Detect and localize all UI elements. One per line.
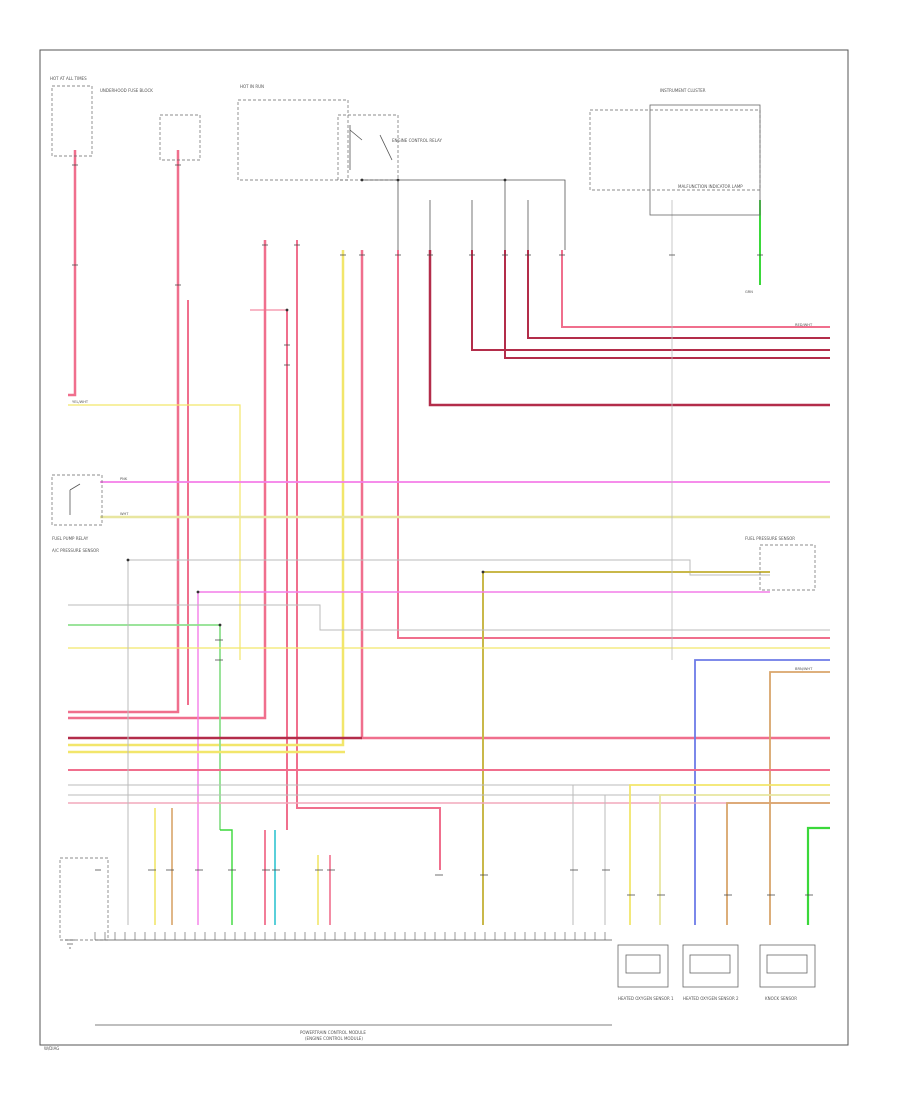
label-oxygen-sensor-2: HEATED OXYGEN SENSOR 2 (683, 996, 739, 1001)
instrument-cluster-inner (649, 104, 761, 216)
relay-output-bus (362, 179, 566, 250)
label-fuel-pump-relay: FUEL PUMP RELAY (52, 536, 89, 541)
ground-symbol (59, 857, 109, 949)
wire-pink-left-2 (68, 150, 180, 714)
label-underhood-fuse-block: UNDERHOOD FUSE BLOCK (100, 88, 153, 93)
fuel-pressure-sensor-box (759, 544, 816, 591)
label-ecm-title: POWERTRAIN CONTROL MODULE (300, 1030, 366, 1035)
wire-red-ecr-7 (561, 250, 830, 328)
label-corner-code: W/DIAG (44, 1046, 59, 1051)
wire-tan-1 (769, 671, 830, 925)
wire-red-ecr-6 (527, 250, 830, 339)
wire-gray-1 (128, 559, 770, 576)
wire-tan-o2 (726, 802, 830, 925)
wire-red-ecr-4 (471, 250, 830, 351)
oxygen-sensor-2-box (682, 944, 739, 988)
label-fuel-pressure-sensor: FUEL PRESSURE SENSOR (745, 536, 795, 541)
label-ecm-subtitle: (ENGINE CONTROL MODULE) (305, 1036, 363, 1041)
fuel-pump-relay-symbol (51, 474, 103, 526)
wires (68, 150, 830, 925)
wire-yellow-1 (68, 250, 345, 747)
wire-red-ecr-5 (504, 250, 830, 359)
wire-label-wht: WHT (120, 512, 129, 516)
oxygen-sensor-1-box (617, 944, 669, 988)
wire-green-1 (68, 624, 221, 830)
label-knock-sensor: KNOCK SENSOR (765, 996, 797, 1001)
fuse-block-outline-2 (159, 114, 201, 161)
label-hot-at-all-times: HOT AT ALL TIMES (50, 76, 87, 81)
fuse-block-outline-3 (237, 99, 349, 181)
label-hot-in-run: HOT IN RUN (240, 84, 264, 89)
instrument-cluster-box (589, 109, 761, 191)
label-engine-control-relay: ENGINE CONTROL RELAY (392, 138, 442, 143)
label-malfunction-indicator: MALFUNCTION INDICATOR LAMP (678, 184, 743, 189)
wire-yellow-top (68, 404, 241, 660)
wire-label-pnk: PNK (120, 477, 128, 481)
wire-blue-1 (694, 659, 830, 925)
wire-label-grn: GRN (745, 290, 753, 294)
wire-label-brn-wht: BRN/WHT (795, 667, 813, 671)
knock-sensor-box (759, 944, 816, 988)
wire-red-ecr-1 (360, 250, 830, 740)
wire-label-yel-wht: YEL/WHT (72, 400, 89, 404)
fuse-block-outline (51, 85, 93, 157)
splices (126, 178, 507, 627)
ecm-connector-strip (94, 932, 612, 1026)
wire-label-red-wht: RED/WHT (795, 323, 813, 327)
wire-green-pin (220, 829, 233, 925)
wire-green-knock (806, 826, 830, 925)
wire-red-ecr-3 (428, 250, 830, 407)
wire-pink-left-1 (68, 150, 77, 397)
wire-gray-2 (68, 604, 830, 631)
wire-pink-relay-1 (68, 240, 267, 720)
wire-red-ecr-2 (397, 250, 830, 639)
label-instrument-cluster: INSTRUMENT CLUSTER (660, 88, 706, 93)
wire-yellow-o2-1 (629, 784, 830, 925)
wire-pink-relay-2 (296, 240, 441, 870)
label-oxygen-sensor-1: HEATED OXYGEN SENSOR 1 (618, 996, 674, 1001)
diagram-frame (39, 49, 849, 1046)
connector-marks (72, 164, 813, 896)
label-ac-pressure-sensor: A/C PRESSURE SENSOR (52, 548, 99, 553)
engine-control-relay-symbol (337, 114, 399, 181)
wire-yellow-o2-2 (659, 794, 830, 925)
